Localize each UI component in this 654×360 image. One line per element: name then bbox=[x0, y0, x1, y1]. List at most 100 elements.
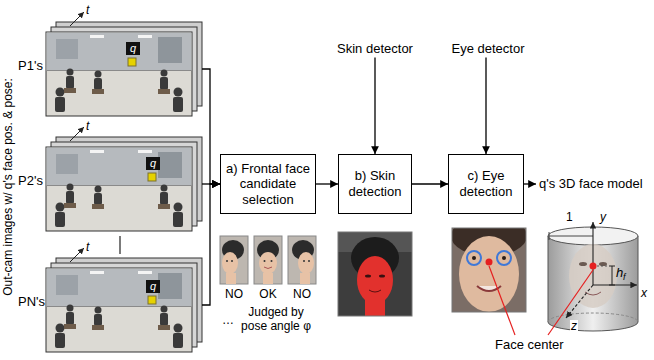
node-text: q's 3D face model bbox=[539, 176, 643, 192]
flow-arrow bbox=[202, 184, 220, 305]
skin-image bbox=[365, 275, 371, 278]
node-text: Skin detector bbox=[337, 41, 413, 57]
process-box: a) Frontal face candidate selection bbox=[220, 154, 316, 214]
flow-arrow bbox=[524, 183, 536, 184]
face-thumbnails bbox=[288, 236, 316, 284]
face-thumbnails bbox=[300, 273, 310, 284]
face-thumbnails bbox=[220, 236, 316, 284]
judgement-label: OK bbox=[259, 288, 276, 302]
target-tag: q bbox=[146, 157, 160, 170]
face-thumbnails bbox=[308, 260, 310, 262]
node-text: b) Skin detection bbox=[343, 168, 407, 199]
skin-image bbox=[365, 298, 385, 316]
image-stack-p2 bbox=[46, 127, 202, 231]
flow-arrow bbox=[202, 69, 220, 184]
callout-label: Face center bbox=[494, 338, 565, 353]
image-stack-p2 bbox=[148, 173, 156, 181]
flow-arrow bbox=[485, 58, 486, 154]
subscript-label: f bbox=[623, 272, 626, 282]
face-thumbnails bbox=[220, 236, 248, 284]
skin-image-frame bbox=[338, 232, 412, 316]
image-stack: P2's bbox=[46, 137, 202, 231]
time-axis-label: t bbox=[86, 120, 89, 134]
face-thumbnails bbox=[254, 236, 282, 284]
image-stack: PN's bbox=[46, 258, 202, 352]
eye-image bbox=[459, 236, 519, 312]
judgement-label: NO bbox=[225, 288, 243, 302]
judgement-label: NO bbox=[293, 288, 311, 302]
eye-image bbox=[472, 256, 476, 260]
face-thumbnails bbox=[226, 273, 236, 284]
node-text: a) Frontal face candidate selection bbox=[225, 161, 311, 208]
face-thumbnails bbox=[259, 252, 277, 274]
image-stack-p1 bbox=[128, 58, 136, 66]
node-text: P1's bbox=[18, 58, 43, 73]
eye-image bbox=[452, 228, 526, 312]
image-stack-p1 bbox=[46, 12, 202, 116]
image-stack-pn bbox=[46, 268, 192, 352]
dimension-label: h bbox=[616, 266, 623, 281]
image-stack-p2 bbox=[70, 127, 84, 141]
face-thumbnails bbox=[226, 260, 228, 262]
face-thumbnails bbox=[288, 236, 316, 284]
process-box: c) Eye detection bbox=[448, 154, 524, 214]
cylinder-face-model bbox=[579, 262, 587, 266]
image-stack-pn bbox=[148, 296, 156, 304]
ellipsis-label: … bbox=[222, 314, 234, 328]
image-stack-p2 bbox=[46, 147, 192, 231]
flow-arrow bbox=[316, 183, 338, 184]
cylinder-face-model bbox=[592, 222, 593, 285]
detector-label: Skin detector bbox=[334, 40, 416, 58]
image-stack: P1's bbox=[46, 22, 202, 116]
axis-label: z bbox=[570, 320, 578, 334]
process-box: b) Skin detection bbox=[338, 154, 412, 214]
flow-arrow bbox=[412, 183, 448, 184]
image-stack-p1 bbox=[46, 32, 192, 116]
node-text: c) Eye detection bbox=[453, 168, 519, 199]
cylinder-face-model bbox=[549, 236, 593, 237]
cylinder-face-model bbox=[609, 266, 615, 285]
face-thumbnails bbox=[254, 236, 282, 284]
dimension-label: 1 bbox=[566, 211, 573, 225]
eye-image bbox=[497, 251, 511, 265]
face-center-leaders bbox=[489, 266, 515, 335]
face-thumbnails bbox=[222, 252, 238, 274]
face-thumbnails bbox=[298, 252, 314, 274]
face-thumbnails bbox=[303, 260, 305, 262]
cylinder-face-model bbox=[590, 263, 597, 270]
image-stack-pn bbox=[70, 248, 84, 262]
flow-arrow bbox=[374, 58, 375, 154]
target-tag: q bbox=[146, 280, 160, 293]
cylinder-face-model bbox=[599, 262, 607, 266]
cylinder-face-model bbox=[549, 232, 550, 240]
face-center-leaders bbox=[489, 266, 593, 335]
eye-image bbox=[467, 251, 481, 265]
node-text: PN's bbox=[18, 294, 45, 309]
output-label: q's 3D face model bbox=[536, 175, 646, 193]
image-stack-p1 bbox=[70, 12, 84, 26]
face-thumbnails bbox=[263, 273, 273, 284]
skin-image bbox=[338, 232, 412, 316]
stack-ellipsis bbox=[120, 236, 121, 254]
axis-label: x bbox=[641, 287, 647, 301]
face-thumbnails bbox=[271, 260, 273, 262]
note-label: Judged by pose angle φ bbox=[238, 306, 314, 334]
target-tag: q bbox=[126, 42, 140, 55]
face-thumbnails bbox=[220, 236, 248, 284]
stack-ellipsis bbox=[119, 236, 120, 254]
skin-image bbox=[357, 256, 393, 304]
face-center-leaders bbox=[548, 270, 593, 335]
node-text: P2's bbox=[18, 173, 43, 188]
skin-image bbox=[379, 275, 385, 278]
image-stack-pn bbox=[46, 248, 202, 352]
face-thumbnails bbox=[264, 260, 266, 262]
eye-image bbox=[486, 259, 493, 266]
time-axis-label: t bbox=[86, 4, 89, 18]
axis-label: y bbox=[600, 211, 606, 225]
eye-image-frame bbox=[452, 228, 526, 312]
node-text: Eye detector bbox=[452, 41, 525, 57]
cylinder-face-model bbox=[585, 292, 601, 295]
eye-image bbox=[502, 256, 506, 260]
face-thumbnails bbox=[264, 267, 272, 269]
